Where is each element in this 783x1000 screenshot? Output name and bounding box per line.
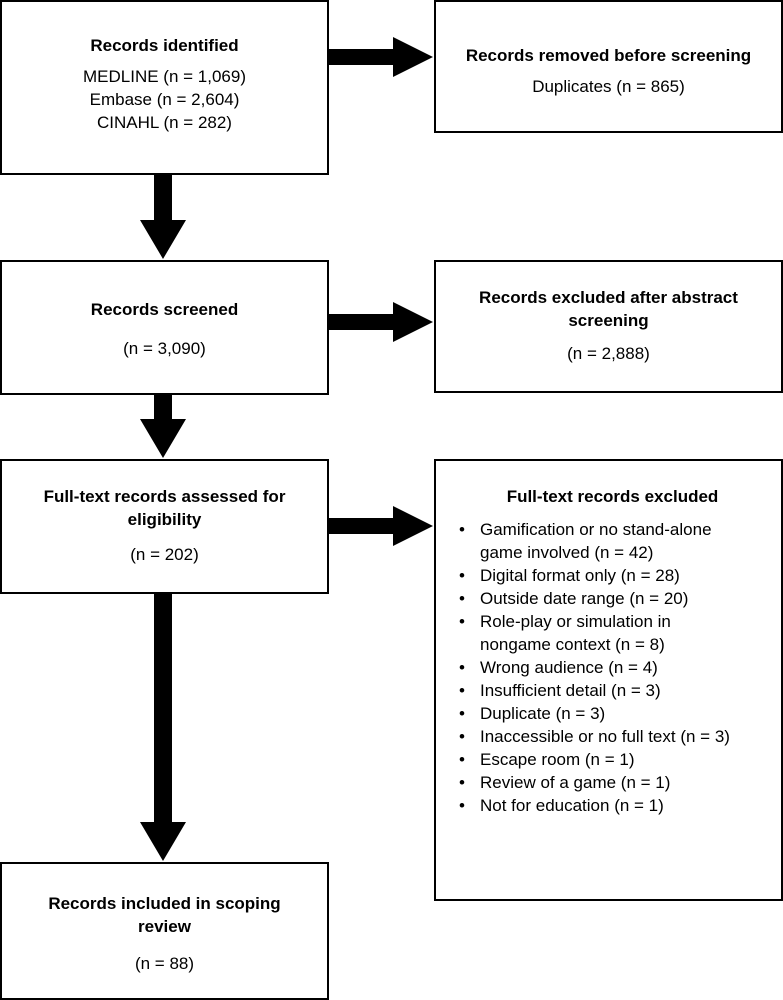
records-included-count: (n = 88) [134, 954, 195, 973]
records-excluded-abstract-count: (n = 2,888) [567, 344, 650, 363]
arrow-down-screened [140, 395, 186, 458]
exclusion-reason-text: Duplicate (n = 3) [480, 704, 606, 723]
fulltext-assessed-box: Full-text records assessed for eligibili… [0, 459, 329, 594]
exclusion-reason: • Not for education (n = 1) [450, 794, 775, 817]
fulltext-assessed-title-1: Full-text records assessed for [43, 487, 286, 506]
exclusion-reason: • Wrong audience (n = 4) [450, 656, 775, 679]
bullet-icon: • [459, 796, 465, 815]
medline-count: MEDLINE (n = 1,069) [83, 67, 246, 86]
exclusion-reason-text: nongame context (n = 8) [480, 635, 665, 654]
cinahl-count: CINAHL (n = 282) [97, 113, 232, 132]
records-identified-box: Records identified MEDLINE (n = 1,069) E… [0, 0, 329, 175]
exclusion-reason-text: Gamification or no stand-alone [480, 520, 712, 539]
arrow-right-fulltext [329, 506, 433, 546]
duplicates-count: Duplicates (n = 865) [532, 77, 685, 96]
records-excluded-abstract-title-2: screening [568, 311, 649, 330]
records-screened-title: Records screened [90, 300, 239, 319]
exclusion-reason: • Duplicate (n = 3) [450, 702, 775, 725]
embase-count: Embase (n = 2,604) [89, 90, 240, 109]
records-included-title-1: Records included in scoping [48, 894, 281, 913]
fulltext-assessed-count: (n = 202) [130, 545, 199, 564]
bullet-icon: • [459, 750, 465, 769]
exclusion-reason-text: Outside date range (n = 20) [480, 589, 689, 608]
records-identified-title: Records identified [90, 36, 239, 55]
bullet-icon: • [459, 681, 465, 700]
bullet-icon: • [459, 589, 465, 608]
exclusion-reason-text: Review of a game (n = 1) [480, 773, 671, 792]
arrow-right-identified [329, 37, 433, 77]
arrow-down-fulltext [140, 594, 186, 861]
exclusion-reason-text: game involved (n = 42) [480, 543, 654, 562]
bullet-icon: • [459, 727, 465, 746]
bullet-icon: • [459, 773, 465, 792]
exclusion-reason-text: Wrong audience (n = 4) [480, 658, 658, 677]
fulltext-excluded-box: Full-text records excluded • Gamification… [434, 459, 783, 901]
exclusion-reason: • Escape room (n = 1) [450, 748, 775, 771]
records-screened-box: Records screened (n = 3,090) [0, 260, 329, 395]
exclusion-reason: • Outside date range (n = 20) [450, 587, 775, 610]
exclusion-reason-text: Insufficient detail (n = 3) [480, 681, 661, 700]
exclusion-reason-text: Inaccessible or no full text (n = 3) [480, 727, 730, 746]
exclusion-reason-text: Escape room (n = 1) [480, 750, 635, 769]
exclusion-reason: • Inaccessible or no full text (n = 3) [450, 725, 775, 748]
arrow-right-screened [329, 302, 433, 342]
records-excluded-abstract-box: Records excluded after abstract screenin… [434, 260, 783, 393]
bullet-icon: • [459, 612, 465, 631]
records-included-box: Records included in scoping review (n = … [0, 862, 329, 1000]
exclusion-reasons-list: • Gamification or no stand-alone game invo… [450, 518, 775, 817]
exclusion-reason-text: Not for education (n = 1) [480, 796, 664, 815]
records-removed-box: Records removed before screening Duplica… [434, 0, 783, 133]
exclusion-reason-text: Digital format only (n = 28) [480, 566, 680, 585]
exclusion-reason: • Review of a game (n = 1) [450, 771, 775, 794]
exclusion-reason: • Digital format only (n = 28) [450, 564, 775, 587]
records-excluded-abstract-title-1: Records excluded after abstract [479, 288, 738, 307]
exclusion-reason: • Insufficient detail (n = 3) [450, 679, 775, 702]
bullet-icon: • [459, 566, 465, 585]
bullet-icon: • [459, 658, 465, 677]
exclusion-reason-text: Role-play or simulation in [480, 612, 671, 631]
exclusion-reason: • Gamification or no stand-alone game invo… [450, 518, 775, 564]
records-screened-count: (n = 3,090) [123, 339, 206, 358]
bullet-icon: • [459, 520, 465, 539]
fulltext-assessed-title-2: eligibility [127, 510, 202, 529]
exclusion-reason: • Role-play or simulation in nongame conte… [450, 610, 775, 656]
bullet-icon: • [459, 704, 465, 723]
records-removed-title: Records removed before screening [465, 46, 752, 65]
records-included-title-2: review [138, 917, 191, 936]
fulltext-excluded-title: Full-text records excluded [506, 487, 719, 506]
arrow-down-identified [140, 175, 186, 259]
